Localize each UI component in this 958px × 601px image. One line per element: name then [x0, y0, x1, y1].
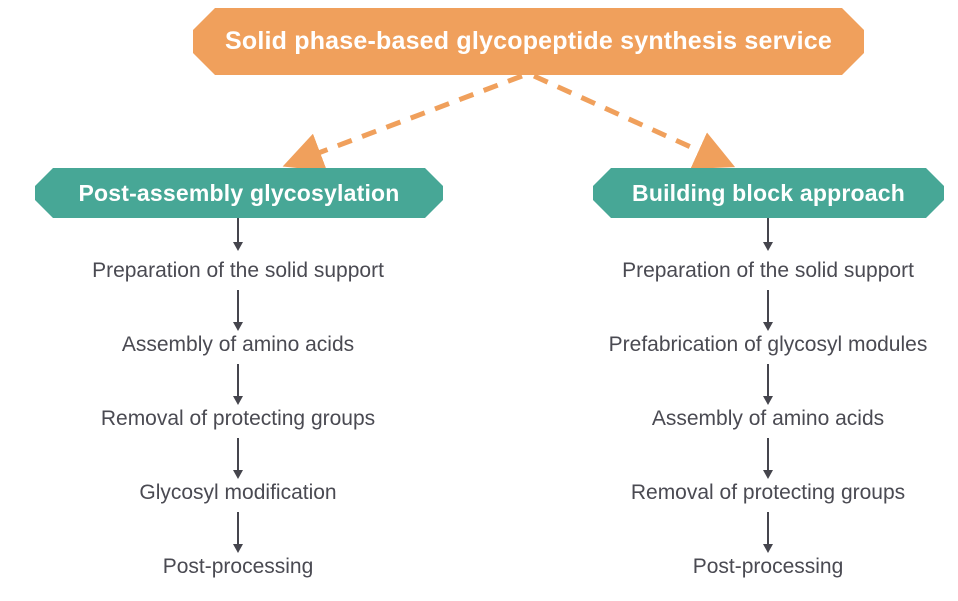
branch-header-post-assembly-glycosylation: Post-assembly glycosylation [35, 168, 443, 218]
step-arrow [558, 512, 958, 554]
diagram-title-banner: Solid phase-based glycopeptide synthesis… [193, 8, 864, 75]
step-label: Preparation of the solid support [92, 259, 384, 282]
arrow-head [763, 322, 773, 331]
arrow-head [763, 396, 773, 405]
arrow-shaft [237, 438, 239, 472]
dashed-arrow-to-right-branch [532, 73, 736, 169]
branch-steps-left: Preparation of the solid support Assembl… [28, 258, 448, 586]
arrow-shaft [237, 290, 239, 324]
branch-steps-right: Preparation of the solid support Prefabr… [558, 258, 958, 586]
arrow-shaft [767, 512, 769, 546]
arrow-shaft [767, 290, 769, 324]
arrow-shaft [237, 512, 239, 546]
step-label: Preparation of the solid support [622, 259, 914, 282]
arrow-left-header-to-step-1 [218, 218, 258, 258]
step-label: Post-processing [692, 555, 844, 578]
arrow-head [763, 470, 773, 479]
arrow-head [233, 242, 243, 251]
step-arrow [558, 438, 958, 480]
step-arrow [558, 290, 958, 332]
arrow-head [233, 322, 243, 331]
step-arrow [28, 364, 448, 406]
arrow-shaft [767, 218, 769, 244]
step-label: Removal of protecting groups [630, 481, 906, 504]
step-label: Assembly of amino acids [651, 407, 885, 430]
arrow-head [763, 242, 773, 251]
step-label: Assembly of amino acids [121, 333, 355, 356]
arrow-head [763, 544, 773, 553]
step-arrow [28, 512, 448, 554]
arrow-right-header-to-step-1 [748, 218, 788, 258]
branch-header-building-block-approach: Building block approach [593, 168, 944, 218]
dashed-arrow-to-left-branch [282, 73, 523, 172]
step-label: Post-processing [162, 555, 314, 578]
arrow-head [233, 396, 243, 405]
arrow-shaft [767, 438, 769, 472]
arrow-head [233, 544, 243, 553]
step-label: Glycosyl modification [139, 481, 337, 504]
arrow-head [233, 470, 243, 479]
step-arrow [28, 438, 448, 480]
arrow-shaft [237, 218, 239, 244]
arrow-shaft [767, 364, 769, 398]
step-arrow [28, 290, 448, 332]
step-label: Prefabrication of glycosyl modules [608, 333, 928, 356]
arrow-shaft [237, 364, 239, 398]
step-arrow [558, 364, 958, 406]
step-label: Removal of protecting groups [100, 407, 376, 430]
